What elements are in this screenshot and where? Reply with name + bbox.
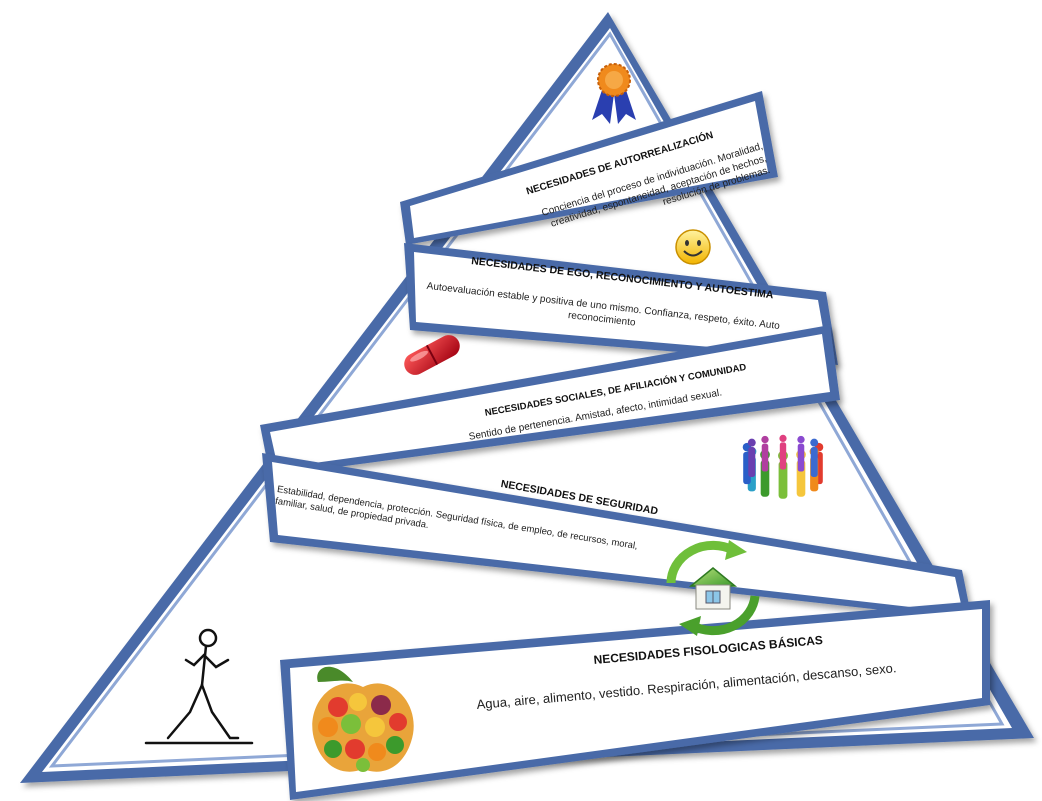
- ribbon-sociales: [260, 325, 840, 476]
- ribbon-fisiologicas: [280, 600, 990, 800]
- ribbon-autorrealizacion: [400, 91, 778, 245]
- eco-house-icon: [666, 540, 760, 636]
- person-figure: [810, 438, 819, 477]
- ribbon-seguridad: [262, 453, 972, 620]
- ribbon-ego: [404, 243, 838, 365]
- smiley-face-icon: [675, 229, 711, 265]
- people-circle-icon: [742, 434, 824, 499]
- person-figure: [779, 434, 787, 470]
- person-figure: [761, 435, 769, 472]
- person-figure: [797, 435, 805, 472]
- pill-capsule-icon: [404, 335, 460, 375]
- fruit-apple-icon: [312, 666, 414, 772]
- walking-stick-figure-icon: [144, 628, 254, 745]
- person-figure: [747, 438, 756, 477]
- award-ribbon-icon: [592, 63, 636, 124]
